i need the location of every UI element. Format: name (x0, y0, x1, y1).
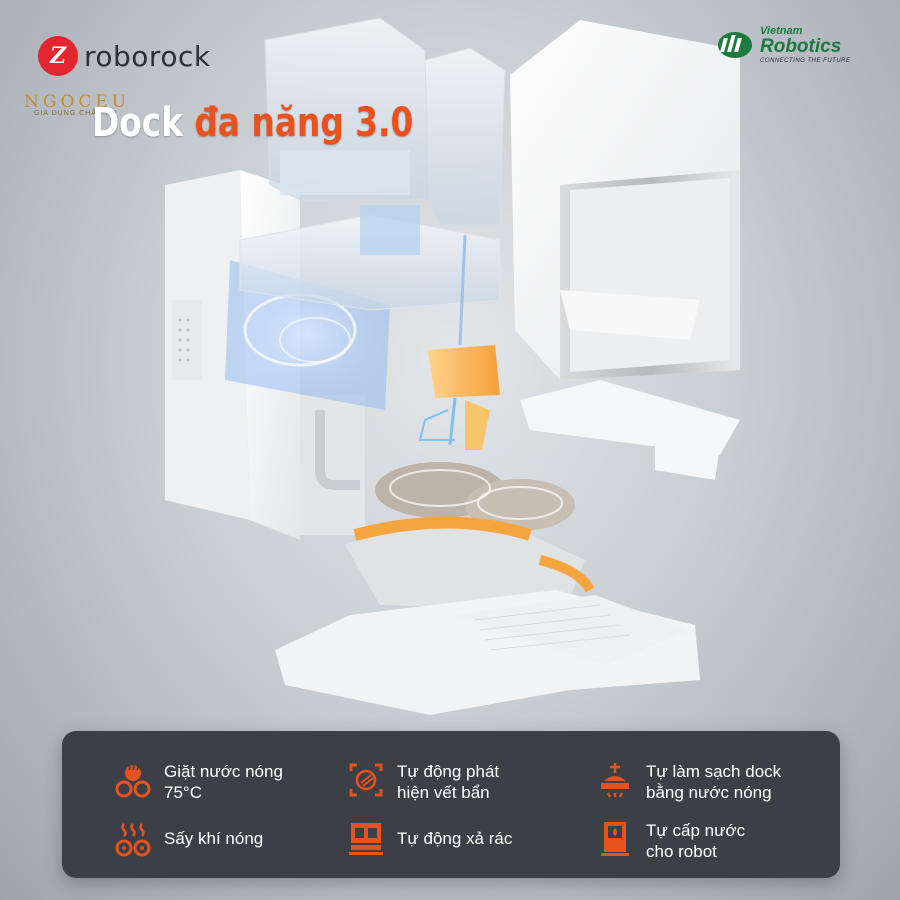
partner-line1: Vietnam (760, 25, 803, 37)
feature-hot-water-wash-line2: 75°C (164, 783, 202, 802)
dirt-detect-icon (349, 763, 383, 797)
headline-part2: đa năng 3.0 (194, 100, 414, 146)
features-panel: Giặt nước nóng 75°C Tự động phát hiện vết … (62, 731, 840, 878)
roborock-wordmark: roborock (84, 39, 211, 73)
dealer-tagline: GIA DỤNG CHÂU ÂU (34, 110, 118, 117)
dealer-name: NGOCEU (24, 92, 131, 112)
feature-self-clean-dock-line1: Tự làm sạch dock (646, 762, 782, 781)
heater-pump (418, 345, 500, 450)
self-clean-dock-icon (601, 763, 629, 798)
hot-air-dry-icon (115, 823, 151, 857)
partner-line2: Robotics (760, 36, 842, 57)
feature-self-clean-dock: Tự làm sạch dock bằng nước nóng (596, 761, 781, 803)
robot-base-tray (345, 516, 595, 610)
feature-auto-empty: Tự động xả rác (347, 820, 512, 858)
auto-empty-icon (349, 823, 383, 855)
partner-logo-icon (718, 32, 752, 58)
feature-dirt-detect: Tự động phát hiện vết bẩn (347, 761, 499, 803)
feature-hot-water-wash: Giặt nước nóng 75°C (114, 761, 283, 803)
partner-logo: Vietnam Robotics CONNECTING THE FUTURE (716, 26, 851, 64)
hot-water-wash-icon (115, 764, 151, 798)
feature-hot-water-wash-line1: Giặt nước nóng (164, 762, 283, 781)
water-tanks (239, 17, 506, 346)
roborock-logo-mark: Z (38, 36, 78, 76)
feature-self-clean-dock-line2: bằng nước nóng (646, 783, 772, 802)
dealer-logo: NGOCEU GIA DỤNG CHÂU ÂU (24, 92, 144, 117)
headline-part1: Dock (92, 100, 184, 146)
feature-hot-air-dry: Sấy khí nóng (114, 820, 263, 858)
headline: Dock đa năng 3.0 (92, 100, 413, 146)
mop-pads (375, 462, 575, 531)
roborock-logo: Z roborock (38, 36, 211, 76)
dock-right-body (510, 20, 740, 480)
feature-water-refill-line1: Tự cấp nước (646, 821, 746, 840)
feature-auto-empty-line1: Tự động xả rác (397, 829, 513, 848)
washboard-base (275, 590, 700, 715)
feature-water-refill-line2: cho robot (646, 842, 717, 861)
water-refill-icon (601, 822, 629, 856)
feature-hot-air-dry-line1: Sấy khí nóng (164, 829, 264, 848)
feature-water-refill: Tự cấp nước cho robot (596, 820, 745, 862)
partner-tagline: CONNECTING THE FUTURE (760, 58, 851, 64)
feature-dirt-detect-line1: Tự động phát (397, 762, 500, 781)
feature-dirt-detect-line2: hiện vết bẩn (397, 783, 490, 802)
